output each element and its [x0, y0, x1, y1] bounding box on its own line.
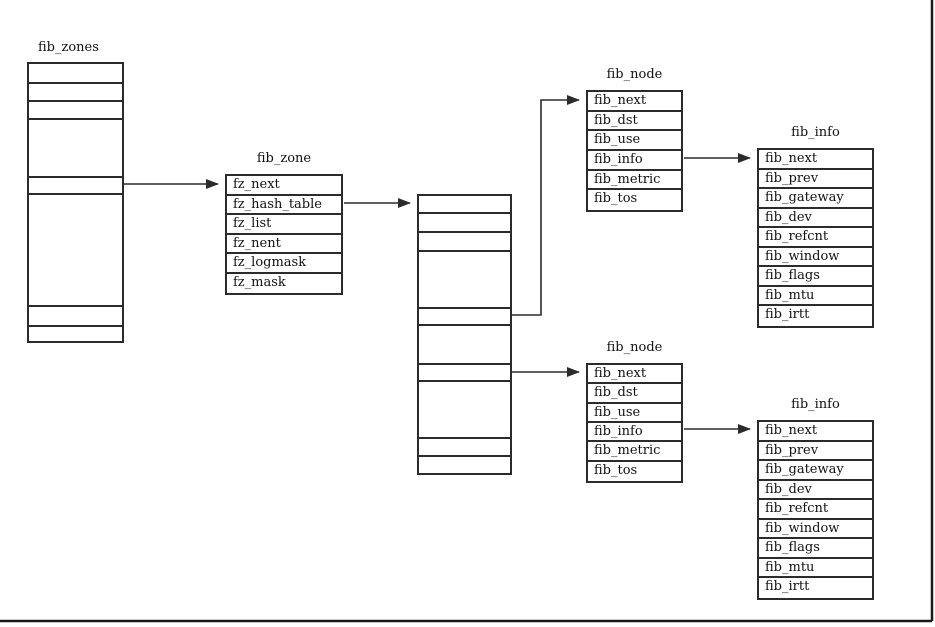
slot-row [29, 120, 122, 178]
field-row-fib-prev: fib_prev [759, 170, 872, 190]
field-row-fib-metric: fib_metric [588, 171, 681, 191]
fib-info-top-fields: fib_next fib_prev fib_gateway fib_dev fi… [759, 150, 872, 326]
fib-node-bottom-struct: fib_next fib_dst fib_use fib_info fib_me… [586, 363, 683, 483]
field-row-fib-refcnt: fib_refcnt [759, 228, 872, 248]
fib-node-top-struct: fib_next fib_dst fib_use fib_info fib_me… [586, 90, 683, 212]
field-row-fz-list: fz_list [227, 215, 341, 235]
field-row-fib-prev: fib_prev [759, 442, 872, 462]
field-row-fz-logmask: fz_logmask [227, 254, 341, 274]
fib-zones-slots [29, 64, 122, 341]
slot-row [419, 233, 510, 252]
slot-row [419, 439, 510, 457]
field-row-fib-gateway: fib_gateway [759, 189, 872, 209]
field-row-fib-window: fib_window [759, 520, 872, 540]
field-row-fib-info: fib_info [588, 423, 681, 443]
field-row-fib-mtu: fib_mtu [759, 559, 872, 579]
field-row-fib-dev: fib_dev [759, 209, 872, 229]
field-row-fib-irtt: fib_irtt [765, 307, 810, 323]
slot-row [29, 84, 122, 102]
fib-zones-title: fib_zones [38, 40, 99, 55]
slot-row-pointer-source [419, 309, 510, 326]
field-row-fib-flags: fib_flags [759, 267, 872, 287]
field-row-fib-tos: fib_tos [594, 462, 638, 478]
slot-row [29, 327, 122, 341]
fib-zone-struct: fz_next fz_hash_table fz_list fz_nent fz… [225, 174, 343, 295]
fz-hash-table-array [417, 194, 512, 475]
field-row-fz-nent: fz_nent [227, 235, 341, 254]
fib-zone-fields: fz_next fz_hash_table fz_list fz_nent fz… [227, 176, 341, 293]
slot-row [419, 326, 510, 365]
field-row-fib-info: fib_info [588, 151, 681, 171]
fib-node-top-fields: fib_next fib_dst fib_use fib_info fib_me… [588, 92, 681, 210]
slot-row-pointer-source [419, 365, 510, 382]
fib-zone-title: fib_zone [256, 151, 312, 166]
field-row-fib-refcnt: fib_refcnt [759, 500, 872, 520]
slot-row [29, 64, 122, 84]
field-row-fib-dst: fib_dst [588, 112, 681, 132]
slot-row [29, 307, 122, 327]
field-row-fz-next: fz_next [227, 176, 341, 196]
field-row-fib-next: fib_next [588, 92, 681, 112]
field-row-fib-use: fib_use [588, 131, 681, 151]
fib-node-top-title: fib_node [606, 67, 663, 82]
field-row-fib-next: fib_next [759, 150, 872, 170]
field-row-fib-metric: fib_metric [588, 442, 681, 462]
field-row-fib-dev: fib_dev [759, 481, 872, 501]
fib-info-bottom-struct: fib_next fib_prev fib_gateway fib_dev fi… [757, 420, 874, 600]
fib-node-bottom-fields: fib_next fib_dst fib_use fib_info fib_me… [588, 365, 681, 481]
slot-row [29, 195, 122, 307]
fib-node-bottom-title: fib_node [606, 340, 663, 355]
field-row-fz-hash-table: fz_hash_table [227, 196, 341, 215]
fib-info-bottom-title: fib_info [791, 397, 840, 412]
slot-row [419, 382, 510, 439]
field-row-fib-next: fib_next [588, 365, 681, 385]
slot-row [419, 252, 510, 309]
hash-table-slots [419, 196, 510, 473]
slot-row [419, 214, 510, 233]
field-row-fib-dst: fib_dst [588, 384, 681, 404]
fib-info-top-title: fib_info [791, 125, 840, 140]
field-row-fib-irtt: fib_irtt [765, 579, 810, 595]
slot-row [29, 102, 122, 120]
slot-row-pointer-source [29, 178, 122, 195]
fib-zones-table [27, 62, 124, 343]
field-row-fib-flags: fib_flags [759, 539, 872, 559]
field-row-fib-use: fib_use [588, 404, 681, 423]
field-row-fib-next: fib_next [759, 422, 872, 442]
slot-row [419, 196, 510, 214]
arrow-hashtable-to-fibnode-top [512, 95, 580, 316]
field-row-fz-mask: fz_mask [233, 274, 286, 290]
field-row-fib-window: fib_window [759, 248, 872, 268]
slot-row [419, 457, 510, 473]
field-row-fib-tos: fib_tos [594, 191, 638, 207]
field-row-fib-gateway: fib_gateway [759, 461, 872, 481]
fib-info-bottom-fields: fib_next fib_prev fib_gateway fib_dev fi… [759, 422, 872, 598]
fib-info-top-struct: fib_next fib_prev fib_gateway fib_dev fi… [757, 148, 874, 328]
field-row-fib-mtu: fib_mtu [759, 287, 872, 307]
